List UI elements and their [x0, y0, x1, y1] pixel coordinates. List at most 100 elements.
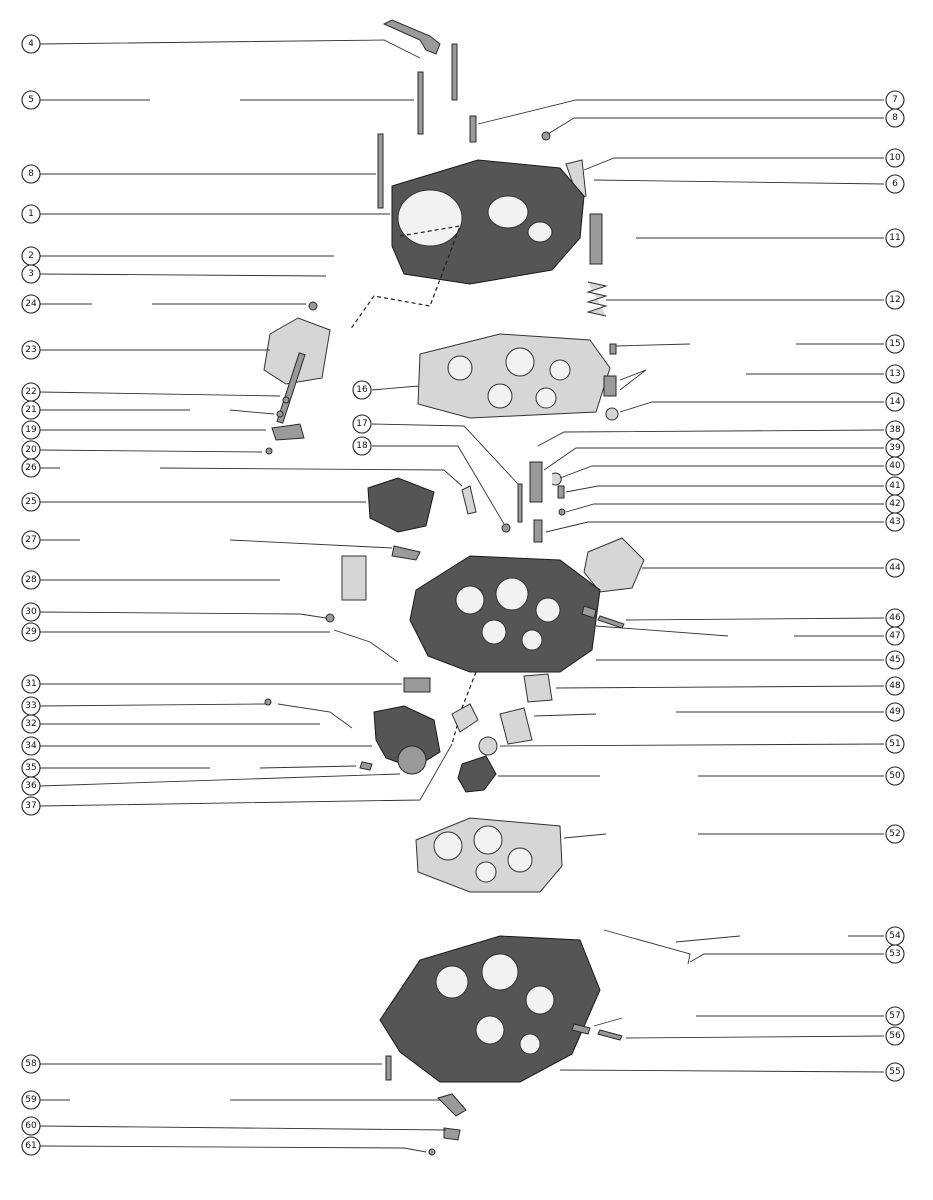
svg-text:55: 55	[889, 1067, 900, 1077]
callout-8-right: 8	[885, 108, 905, 128]
callout-14: 14	[885, 392, 905, 412]
part-gasket-51	[478, 736, 498, 756]
svg-text:23: 23	[25, 345, 36, 355]
callout-60: 60	[21, 1116, 41, 1136]
part-throttle-body	[379, 935, 601, 1083]
svg-text:59: 59	[25, 1095, 37, 1105]
part-spring-43	[533, 519, 543, 543]
svg-text:5: 5	[28, 95, 34, 105]
part-spring-56	[597, 1029, 623, 1041]
parts	[263, 19, 691, 1156]
part-hose-37	[451, 703, 479, 733]
callout-12: 12	[885, 290, 905, 310]
part-screw-long-b	[417, 71, 424, 135]
svg-text:40: 40	[889, 461, 901, 471]
part-pin-30	[325, 613, 335, 623]
svg-text:20: 20	[25, 445, 37, 455]
callout-6: 6	[885, 174, 905, 194]
svg-text:28: 28	[25, 575, 37, 585]
part-screw-57	[571, 1023, 591, 1035]
callout-11: 11	[885, 228, 905, 248]
part-screw-24	[308, 301, 318, 311]
callout-45: 45	[885, 650, 905, 670]
part-spring	[586, 281, 608, 317]
callout-25: 25	[21, 492, 41, 512]
part-spring-48	[523, 673, 553, 703]
callout-5: 5	[21, 90, 41, 110]
part-screw-61	[428, 1148, 436, 1156]
callout-48: 48	[885, 676, 905, 696]
svg-text:18: 18	[356, 441, 368, 451]
part-link-26	[461, 485, 477, 515]
callout-53: 53	[885, 944, 905, 964]
part-main-body	[409, 555, 601, 673]
part-piece-15	[609, 343, 617, 355]
callout-56: 56	[885, 1026, 905, 1046]
svg-text:7: 7	[892, 95, 898, 105]
part-clip-40	[551, 472, 562, 486]
svg-text:56: 56	[889, 1031, 901, 1041]
callout-28: 28	[21, 570, 41, 590]
callout-13: 13	[885, 364, 905, 384]
part-gasket-16	[417, 333, 611, 419]
svg-text:52: 52	[889, 829, 900, 839]
callout-30: 30	[21, 602, 41, 622]
part-link-33	[277, 703, 353, 729]
svg-text:16: 16	[356, 385, 368, 395]
dashed-line-a	[349, 225, 461, 331]
part-plate-28	[341, 555, 367, 601]
part-small-clip-21	[276, 410, 284, 418]
callout-49: 49	[885, 702, 905, 722]
part-lever-27	[391, 545, 421, 561]
part-nut-50	[457, 755, 497, 793]
part-ball-18	[501, 523, 511, 533]
svg-text:12: 12	[889, 295, 900, 305]
callout-2: 2	[21, 246, 41, 266]
svg-text:26: 26	[25, 463, 37, 473]
callout-35: 35	[21, 758, 41, 778]
svg-text:49: 49	[889, 707, 901, 717]
svg-text:48: 48	[889, 681, 901, 691]
part-rod-29	[333, 629, 399, 663]
svg-text:58: 58	[25, 1059, 37, 1069]
part-pin-20	[265, 447, 273, 455]
callout-20: 20	[21, 440, 41, 460]
callout-36: 36	[21, 776, 41, 796]
part-rod-54	[603, 929, 691, 965]
part-small-clip-22	[282, 396, 290, 404]
svg-text:60: 60	[25, 1121, 37, 1131]
svg-text:57: 57	[889, 1011, 900, 1021]
svg-text:45: 45	[889, 655, 900, 665]
svg-text:29: 29	[25, 627, 37, 637]
svg-text:38: 38	[889, 425, 901, 435]
svg-text:4: 4	[28, 39, 34, 49]
part-ring-14	[605, 407, 619, 421]
svg-text:43: 43	[889, 517, 900, 527]
svg-text:47: 47	[889, 631, 900, 641]
svg-text:22: 22	[25, 387, 36, 397]
callout-24: 24	[21, 294, 41, 314]
callout-34: 34	[21, 736, 41, 756]
svg-text:11: 11	[889, 233, 900, 243]
callout-21: 21	[21, 400, 41, 420]
part-filter-49	[499, 707, 533, 745]
callout-37: 37	[21, 796, 41, 816]
callout-43: 43	[885, 512, 905, 532]
part-pump-25	[367, 477, 435, 533]
part-screw-35	[359, 761, 373, 771]
svg-text:13: 13	[889, 369, 900, 379]
part-cover-36	[397, 745, 427, 775]
part-screw-32	[264, 698, 272, 706]
callout-22: 22	[21, 382, 41, 402]
svg-text:25: 25	[25, 497, 36, 507]
svg-text:34: 34	[25, 741, 37, 751]
callout-54: 54	[885, 926, 905, 946]
callout-41: 41	[885, 476, 905, 496]
callout-29: 29	[21, 622, 41, 642]
svg-text:46: 46	[889, 613, 901, 623]
part-screw-long-a	[451, 43, 458, 101]
part-needle-seat	[589, 213, 603, 265]
svg-text:35: 35	[25, 763, 36, 773]
callout-51: 51	[885, 734, 905, 754]
callout-17: 17	[352, 414, 372, 434]
